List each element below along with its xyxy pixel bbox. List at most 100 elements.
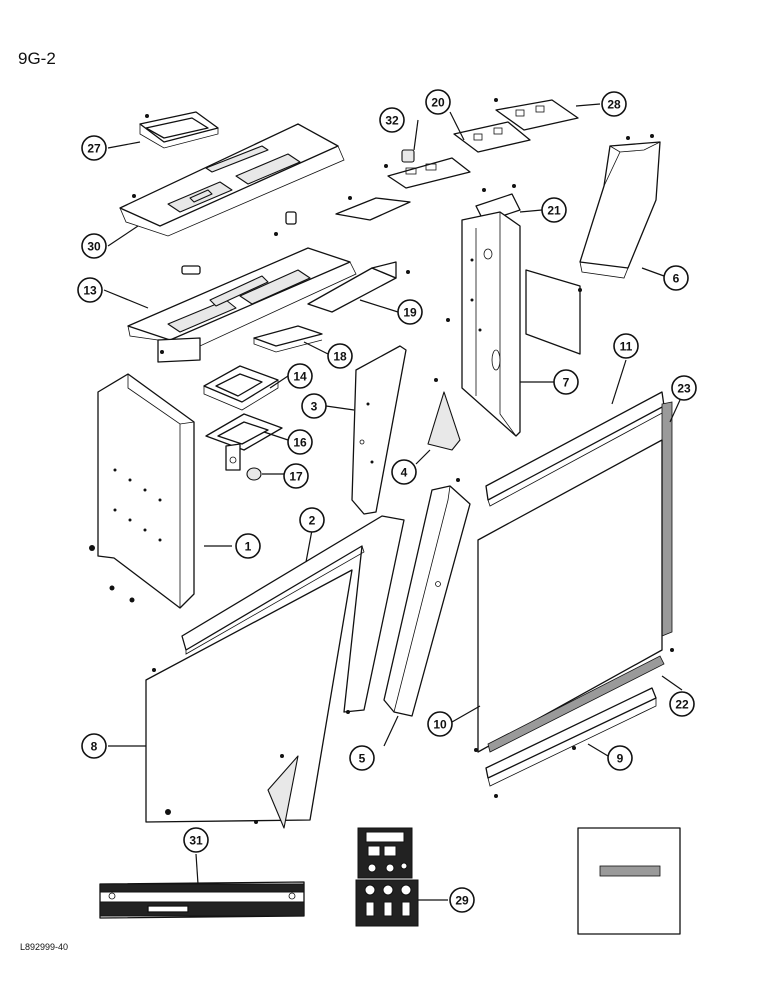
callout-number: 19: [403, 306, 417, 320]
part-31-control-panel: [99, 881, 305, 919]
callout-8: 8: [81, 733, 107, 759]
callout-number: 4: [401, 466, 408, 480]
callout-4: 4: [391, 459, 417, 485]
callout-circle: [235, 533, 261, 559]
callout-circle: [541, 197, 567, 223]
callout-32: 32: [379, 107, 405, 133]
callout-7: 7: [553, 369, 579, 395]
callout-number: 5: [359, 752, 366, 766]
callout-number: 6: [673, 272, 680, 286]
callout-number: 7: [563, 376, 570, 390]
part-3-gusset-panel: [351, 345, 407, 515]
callout-3: 3: [301, 393, 327, 419]
callout-number: 32: [385, 114, 399, 128]
callout-circle: [449, 887, 475, 913]
callout-21: 21: [541, 197, 567, 223]
callout-30: 30: [81, 233, 107, 259]
callout-circle: [81, 233, 107, 259]
callout-number: 30: [87, 240, 101, 254]
part-30-upper-panel: [119, 123, 345, 237]
part-decal-sheet: [577, 827, 681, 935]
callout-number: 9: [617, 752, 624, 766]
callout-number: 16: [293, 436, 307, 450]
callout-number: 17: [289, 470, 303, 484]
part-meter-panel: [357, 827, 413, 879]
callout-number: 21: [547, 204, 561, 218]
callout-circle: [601, 91, 627, 117]
callout-9: 9: [607, 745, 633, 771]
part-14-plate: [203, 365, 279, 411]
callout-28: 28: [601, 91, 627, 117]
callout-number: 13: [83, 284, 97, 298]
callout-23: 23: [671, 375, 697, 401]
part-20-plate: [384, 121, 531, 189]
page-label: 9G-2: [18, 49, 56, 68]
callout-number: 18: [333, 350, 347, 364]
leader-lines: [103, 103, 683, 901]
part-16-bracket-plate: [205, 413, 283, 471]
part-6-duct: [579, 134, 661, 279]
callout-circle: [183, 827, 209, 853]
callout-circle: [349, 745, 375, 771]
callout-10: 10: [427, 711, 453, 737]
callout-number: 14: [293, 370, 307, 384]
callout-circle: [287, 429, 313, 455]
part-27-tray: [139, 111, 219, 149]
callout-17: 17: [283, 463, 309, 489]
callout-circle: [81, 733, 107, 759]
callout-number: 1: [245, 540, 252, 554]
part-9-rail: [474, 687, 657, 798]
part-7-column: [446, 211, 521, 437]
callout-circle: [669, 691, 695, 717]
callout-6: 6: [663, 265, 689, 291]
callout-27: 27: [81, 135, 107, 161]
callout-circle: [671, 375, 697, 401]
part-23-strip: [661, 401, 673, 637]
part-32-knob: [401, 149, 415, 163]
callout-2: 2: [299, 507, 325, 533]
part-side-flap: [525, 269, 582, 355]
callout-14: 14: [287, 363, 313, 389]
callout-19: 19: [397, 299, 423, 325]
callout-13: 13: [77, 277, 103, 303]
part-small-triangle: [254, 755, 299, 829]
part-8-panel: [145, 569, 353, 823]
part-17-knob: [246, 467, 262, 481]
part-28-plate: [494, 98, 579, 131]
callout-circle: [81, 135, 107, 161]
callout-31: 31: [183, 827, 209, 853]
callout-circle: [379, 107, 405, 133]
callout-circle: [327, 343, 353, 369]
part-10-panel: [477, 439, 674, 753]
callout-circle: [425, 89, 451, 115]
callout-16: 16: [287, 429, 313, 455]
callout-29: 29: [449, 887, 475, 913]
callout-5: 5: [349, 745, 375, 771]
callout-1: 1: [235, 533, 261, 559]
callout-circle: [553, 369, 579, 395]
callout-number: 8: [91, 740, 98, 754]
callout-circle: [301, 393, 327, 419]
part-4-small-gusset: [427, 378, 461, 451]
callout-number: 31: [189, 834, 203, 848]
part-29-switch-panel: [355, 879, 419, 927]
part-1-side-housing: [89, 373, 195, 609]
part-2-frame: [181, 515, 405, 714]
callout-circle: [299, 507, 325, 533]
callout-circle: [427, 711, 453, 737]
part-18-small-bracket: [253, 325, 323, 353]
callout-11: 11: [613, 333, 639, 359]
callout-circle: [287, 363, 313, 389]
callout-number: 27: [87, 142, 101, 156]
callout-number: 3: [311, 400, 318, 414]
callout-circle: [397, 299, 423, 325]
callout-circle: [283, 463, 309, 489]
figure-reference: L892999-40: [20, 942, 68, 952]
part-5-upright: [383, 478, 471, 717]
callout-number: 29: [455, 894, 469, 908]
callout-circle: [613, 333, 639, 359]
callout-group: 1234567891011131416171819202122232728293…: [77, 89, 697, 913]
callout-circle: [663, 265, 689, 291]
callout-number: 22: [675, 698, 689, 712]
